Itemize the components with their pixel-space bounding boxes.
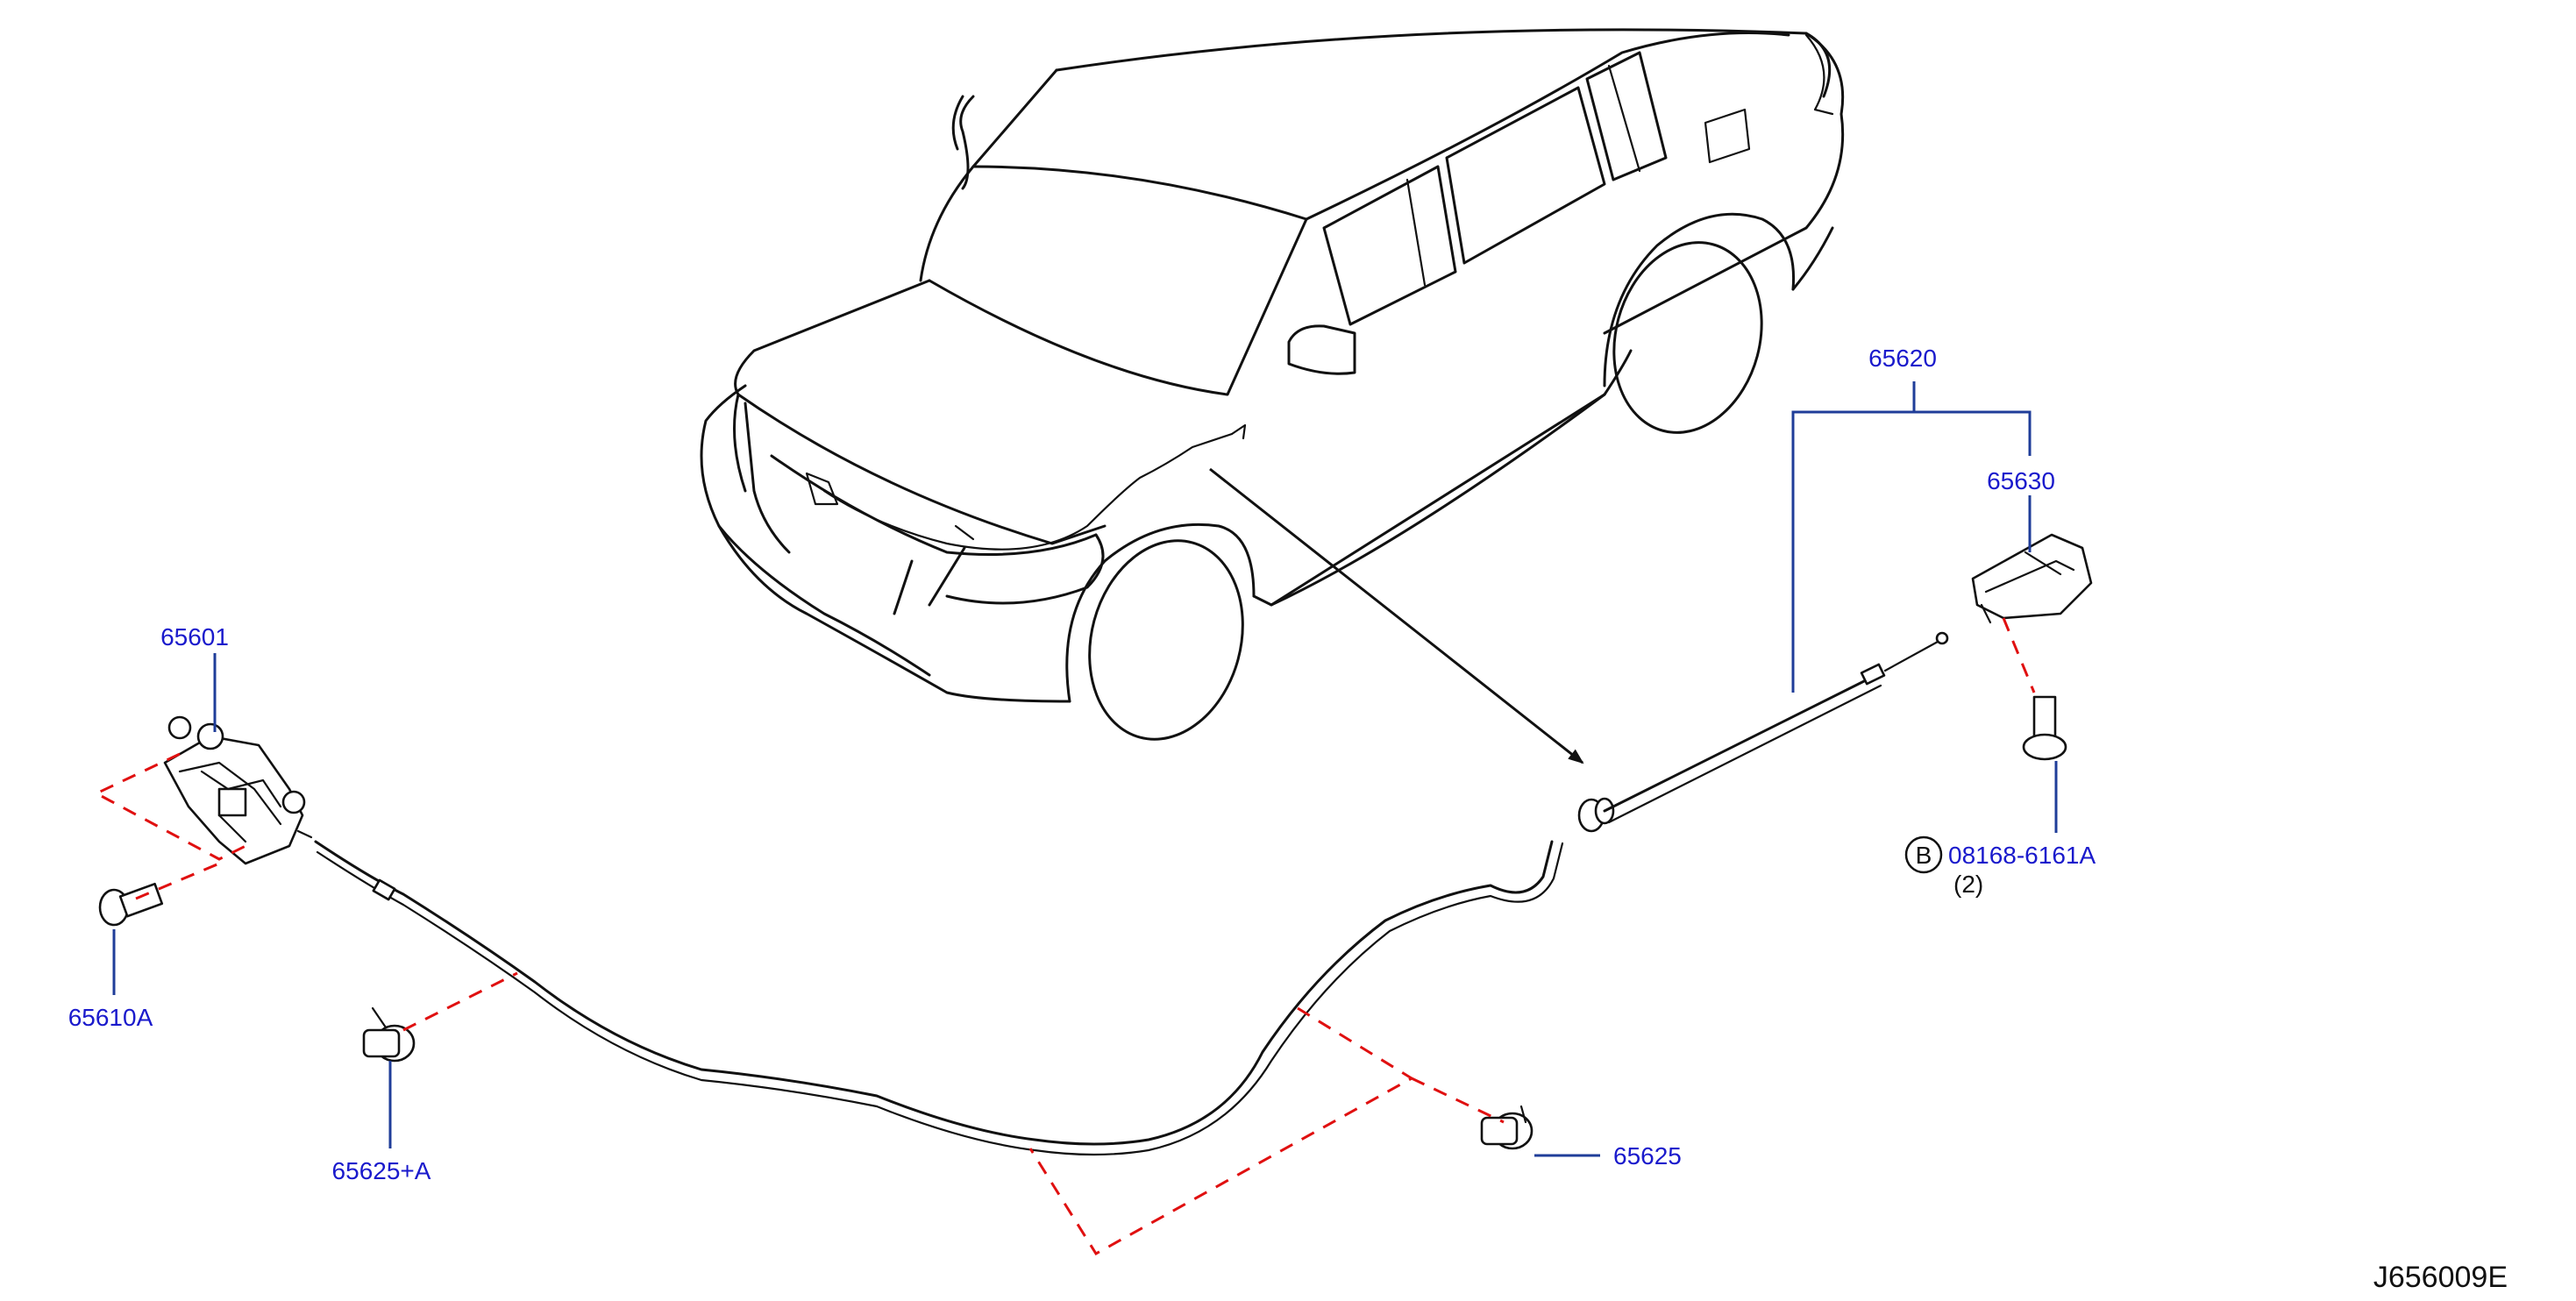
clip-left-part xyxy=(362,1006,416,1063)
label-bolt-qty: (2) xyxy=(1953,871,1983,898)
label-clip-left: 65625+A xyxy=(332,1157,431,1184)
part-labels: 65601 65610A 65620 65630 08168-6161A (2)… xyxy=(68,345,2096,1184)
release-handle-part xyxy=(1971,533,2093,624)
label-clip-right: 65625 xyxy=(1613,1142,1682,1169)
hood-lock-part xyxy=(163,715,306,865)
release-cable xyxy=(296,631,1949,1156)
clip-right-part xyxy=(1480,1105,1534,1150)
lock-bolt-part xyxy=(98,882,164,927)
bolt-callout-badge: B xyxy=(1904,835,1943,874)
label-lock-bolt: 65610A xyxy=(68,1004,153,1031)
label-bolt-part: 08168-6161A xyxy=(1948,842,2096,869)
detail-arrow xyxy=(1209,467,1584,764)
dashed-reference-lines xyxy=(93,617,2036,1256)
vehicle-outline xyxy=(700,28,1845,741)
callout-letter: B xyxy=(1916,842,1932,869)
leader-lines xyxy=(112,381,2058,1157)
label-cable-assembly: 65620 xyxy=(1868,345,1937,372)
label-hood-lock: 65601 xyxy=(160,623,229,650)
diagram-code: J656009E xyxy=(2373,1261,2508,1294)
handle-bolt-part xyxy=(2022,695,2067,761)
label-release-handle: 65630 xyxy=(1987,467,2055,494)
